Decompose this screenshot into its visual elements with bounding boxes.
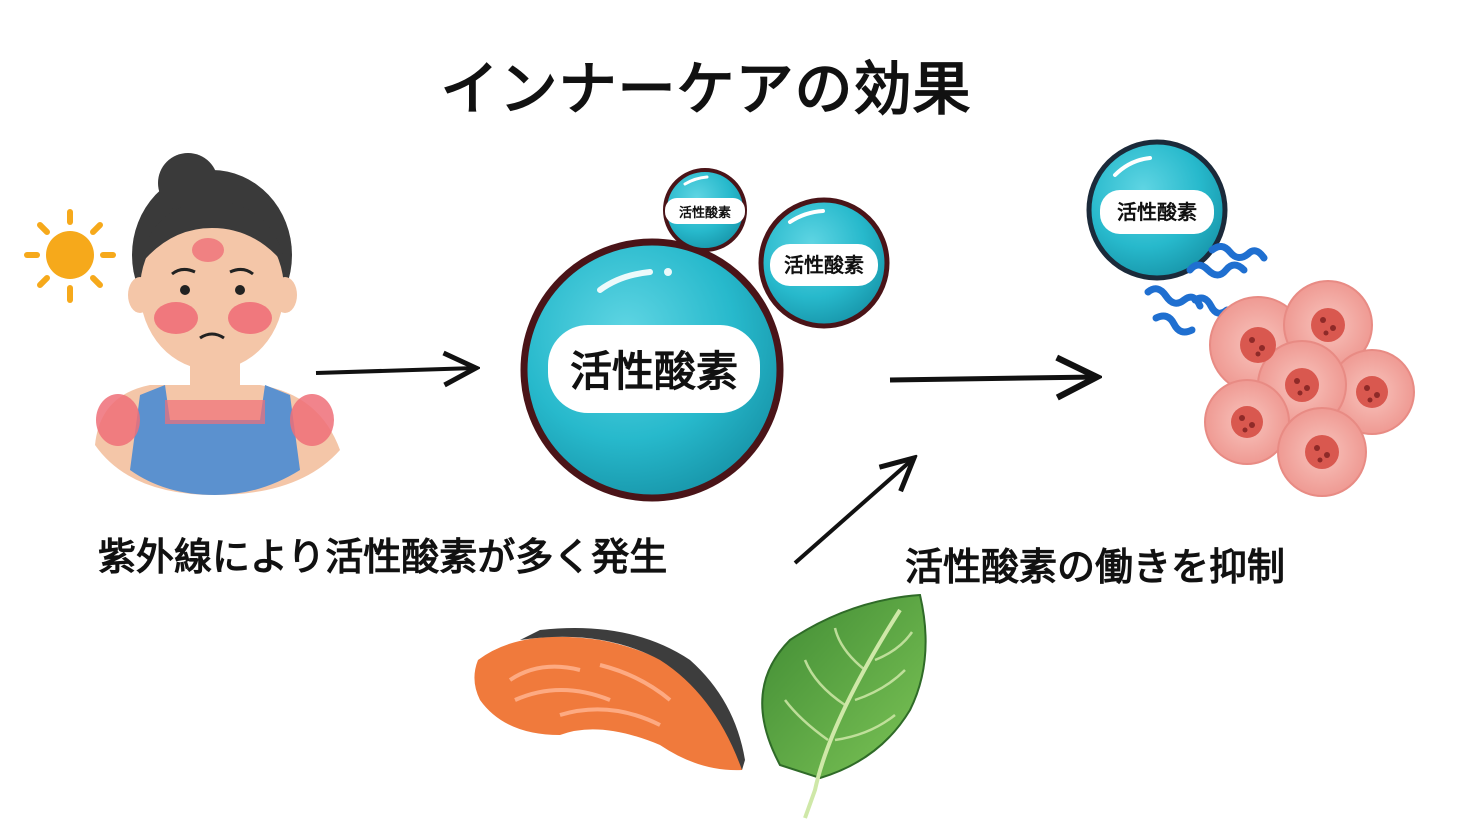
arrow-to-radicals (315, 368, 476, 373)
caption-suppression: 活性酸素の働きを抑制 (905, 545, 1286, 589)
bubble-label-large: 活性酸素 (570, 347, 738, 396)
page-title: インナーケアの効果 (440, 55, 972, 123)
salmon-icon (474, 628, 745, 771)
bubble-label-small: 活性酸素 (679, 205, 731, 221)
bubble-label-medium: 活性酸素 (784, 253, 864, 277)
radical-bubble-medium: 活性酸素 (758, 197, 890, 329)
skin-cells-icon (1204, 280, 1415, 497)
caption-uv-generation: 紫外線により活性酸素が多く発生 (98, 535, 668, 579)
radical-bubble-small: 活性酸素 (663, 168, 747, 252)
bubble-label-right: 活性酸素 (1117, 200, 1197, 224)
radical-bubble-right: 活性酸素 (1086, 139, 1228, 281)
arrow-from-food (793, 458, 914, 565)
arrow-to-cells (889, 377, 1097, 380)
shiso-leaf-icon (761, 593, 927, 819)
person-sunburn-icon (95, 153, 340, 495)
sun-icon (24, 209, 116, 303)
squiggle-icon (1144, 243, 1268, 336)
radical-bubble-large: 活性酸素 (520, 238, 784, 502)
